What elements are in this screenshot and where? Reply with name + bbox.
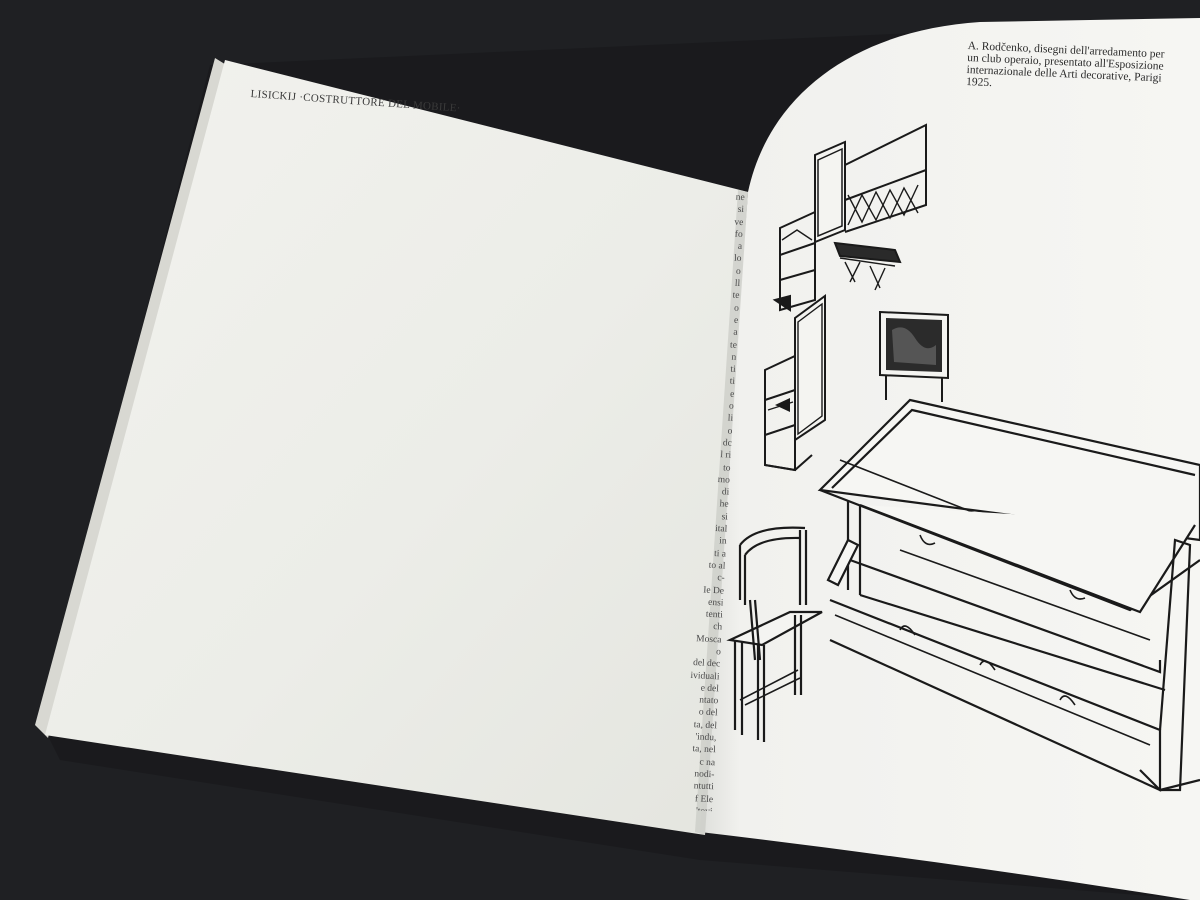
gutter-shadow [695, 190, 748, 835]
drawing-picture-stand [879, 310, 949, 402]
drawing-wall-unit [772, 123, 927, 312]
drawing-folding-table [817, 398, 1200, 792]
left-page-stack [35, 58, 228, 738]
drawing-dressing-unit [764, 294, 826, 472]
left-page [45, 60, 748, 835]
drawing-chair [726, 526, 823, 742]
